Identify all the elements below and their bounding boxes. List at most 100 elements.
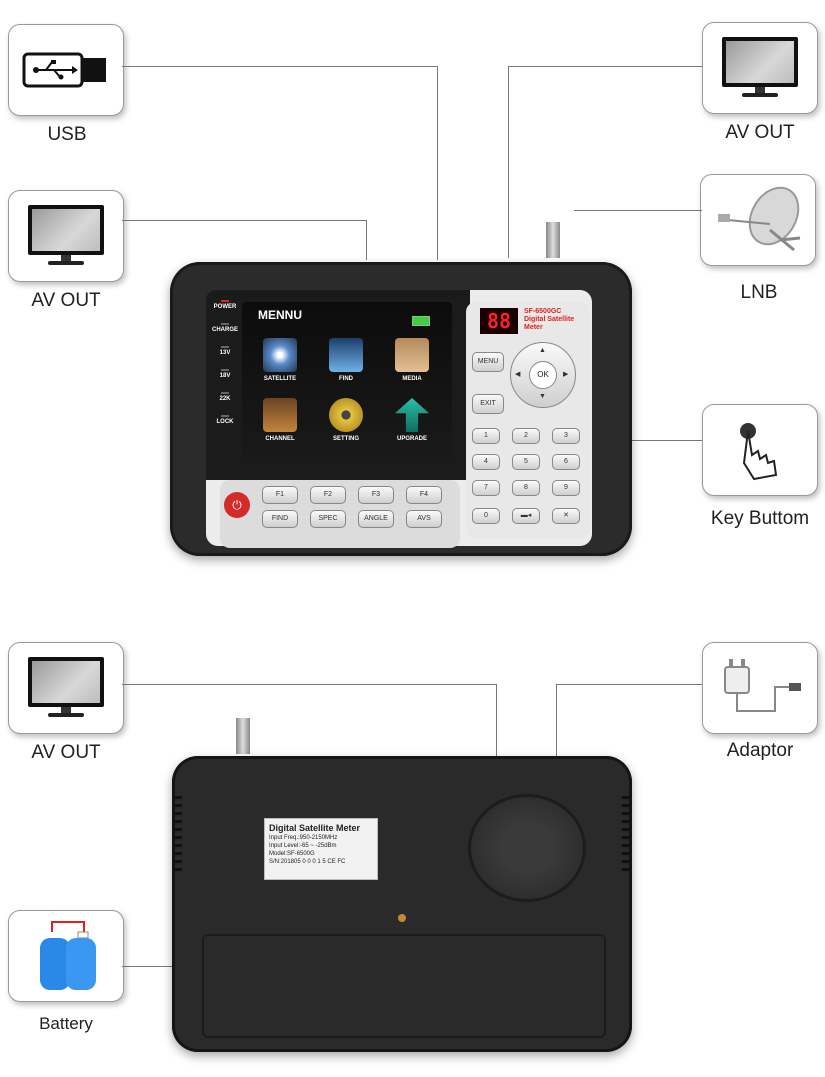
connector-line: [366, 220, 367, 260]
menu-item-media[interactable]: MEDIA: [382, 338, 442, 382]
exit-key[interactable]: EXIT: [472, 394, 504, 414]
direction-pad[interactable]: ▲ ▼ ◀ ▶ OK: [510, 342, 576, 408]
f1-key[interactable]: F1: [262, 486, 298, 504]
power-icon: ⏻: [232, 498, 242, 512]
menu-item-channel[interactable]: CHANNEL: [250, 398, 310, 442]
power-button[interactable]: ⏻: [224, 492, 250, 518]
menu-item-satellite[interactable]: SATELLITE: [250, 338, 310, 382]
lnb-callout: [700, 174, 816, 266]
spec-key[interactable]: SPEC: [310, 510, 346, 528]
menu-item-setting[interactable]: SETTING: [316, 398, 376, 442]
battery-pack-icon: [40, 921, 96, 990]
segment-display: 88: [480, 308, 518, 334]
connector-line: [556, 684, 557, 758]
lnb-connector: [236, 718, 250, 754]
film-icon: [395, 338, 429, 372]
connector-line: [122, 220, 366, 221]
av-out-label-top-right: AV OUT: [725, 122, 795, 143]
connector-line: [574, 210, 702, 211]
monitor-icon: [28, 205, 104, 267]
avs-key[interactable]: AVS: [406, 510, 442, 528]
led-charge: CHARGE: [210, 323, 240, 333]
key-2[interactable]: 2: [512, 428, 540, 444]
left-arrow-icon[interactable]: ◀: [515, 371, 521, 378]
monitor-icon: [28, 657, 104, 719]
menu-key[interactable]: MENU: [472, 352, 504, 372]
power-adaptor-icon: [724, 659, 801, 712]
key-1[interactable]: 1: [472, 428, 500, 444]
key-buttom-label: Key Buttom: [710, 508, 810, 529]
model-label: SF-6500GC Digital Satellite Meter: [524, 308, 575, 331]
key-6[interactable]: 6: [552, 454, 580, 470]
f2-key[interactable]: F2: [310, 486, 346, 504]
speaker-icon: ▬◂: [520, 512, 532, 519]
led-18v: 18V: [210, 369, 240, 379]
speaker-grille: [468, 794, 586, 902]
hand-press-icon: [740, 423, 778, 481]
down-arrow-icon[interactable]: ▼: [539, 393, 546, 400]
battery-label: Battery: [39, 1014, 93, 1033]
battery-callout: [8, 910, 124, 1002]
lcd-screen: MENNU SATELLITE FIND MEDIA CHANNEL SETTI…: [242, 302, 452, 464]
key-0[interactable]: 0: [472, 508, 500, 524]
key-8[interactable]: 8: [512, 480, 540, 496]
av-out-label-left: AV OUT: [31, 290, 101, 311]
mute-key[interactable]: ✕: [552, 508, 580, 524]
connector-line: [556, 684, 702, 685]
connector-line: [122, 966, 202, 967]
key-5[interactable]: 5: [512, 454, 540, 470]
led-lock: LOCK: [210, 415, 240, 425]
mute-icon: ✕: [563, 512, 569, 519]
connector-line: [496, 684, 497, 758]
key-4[interactable]: 4: [472, 454, 500, 470]
find-key[interactable]: FIND: [262, 510, 298, 528]
adaptor-callout: [702, 642, 818, 734]
arrow-up-icon: [395, 398, 429, 432]
connector-line: [122, 66, 438, 67]
tv-icon: [263, 398, 297, 432]
lnb-connector: [546, 222, 560, 258]
key-9[interactable]: 9: [552, 480, 580, 496]
usb-label: USB: [47, 124, 87, 145]
ok-key[interactable]: OK: [529, 361, 557, 389]
right-arrow-icon[interactable]: ▶: [563, 371, 569, 378]
side-vent-right: [622, 796, 630, 876]
av-out-callout-left: [8, 190, 124, 282]
connector-line: [508, 66, 702, 67]
connector-line: [508, 66, 509, 258]
led-22k: 22K: [210, 392, 240, 402]
key-7[interactable]: 7: [472, 480, 500, 496]
angle-key[interactable]: ANGLE: [358, 510, 394, 528]
screen-title: MENNU: [258, 308, 302, 322]
usb-icon: [22, 52, 106, 88]
av-out-callout-bottom: [8, 642, 124, 734]
spectrum-icon: [329, 338, 363, 372]
meter-front: POWER CHARGE 13V 18V 22K LOCK MENNU SATE…: [170, 262, 632, 556]
up-arrow-icon[interactable]: ▲: [539, 347, 546, 354]
menu-item-upgrade[interactable]: UPGRADE: [382, 398, 442, 442]
f3-key[interactable]: F3: [358, 486, 394, 504]
key-3[interactable]: 3: [552, 428, 580, 444]
keypad: 88 SF-6500GC Digital Satellite Meter MEN…: [466, 302, 590, 538]
monitor-icon: [722, 37, 798, 99]
satellite-dish-icon: [718, 186, 801, 252]
function-key-bar: ⏻ F1 F2 F3 F4 FIND SPEC ANGLE AVS: [220, 480, 460, 548]
adaptor-label: Adaptor: [726, 740, 794, 761]
volume-key[interactable]: ▬◂: [512, 508, 540, 524]
meter-back: Digital Satellite Meter Input Freq.:950-…: [172, 756, 632, 1052]
satellite-icon: [263, 338, 297, 372]
av-out-label-bottom: AV OUT: [31, 742, 101, 763]
battery-level-icon: [412, 316, 430, 326]
tripod-mount: [398, 914, 406, 922]
usb-callout: [8, 24, 124, 116]
menu-item-find[interactable]: FIND: [316, 338, 376, 382]
led-power: POWER: [210, 300, 240, 310]
connector-line: [437, 66, 438, 260]
lnb-label: LNB: [740, 282, 778, 303]
battery-cover: [202, 934, 606, 1038]
key-buttom-callout: [702, 404, 818, 496]
rating-label: Digital Satellite Meter Input Freq.:950-…: [264, 818, 378, 880]
side-vent-left: [174, 796, 182, 876]
led-indicators: POWER CHARGE 13V 18V 22K LOCK: [210, 300, 240, 438]
f4-key[interactable]: F4: [406, 486, 442, 504]
